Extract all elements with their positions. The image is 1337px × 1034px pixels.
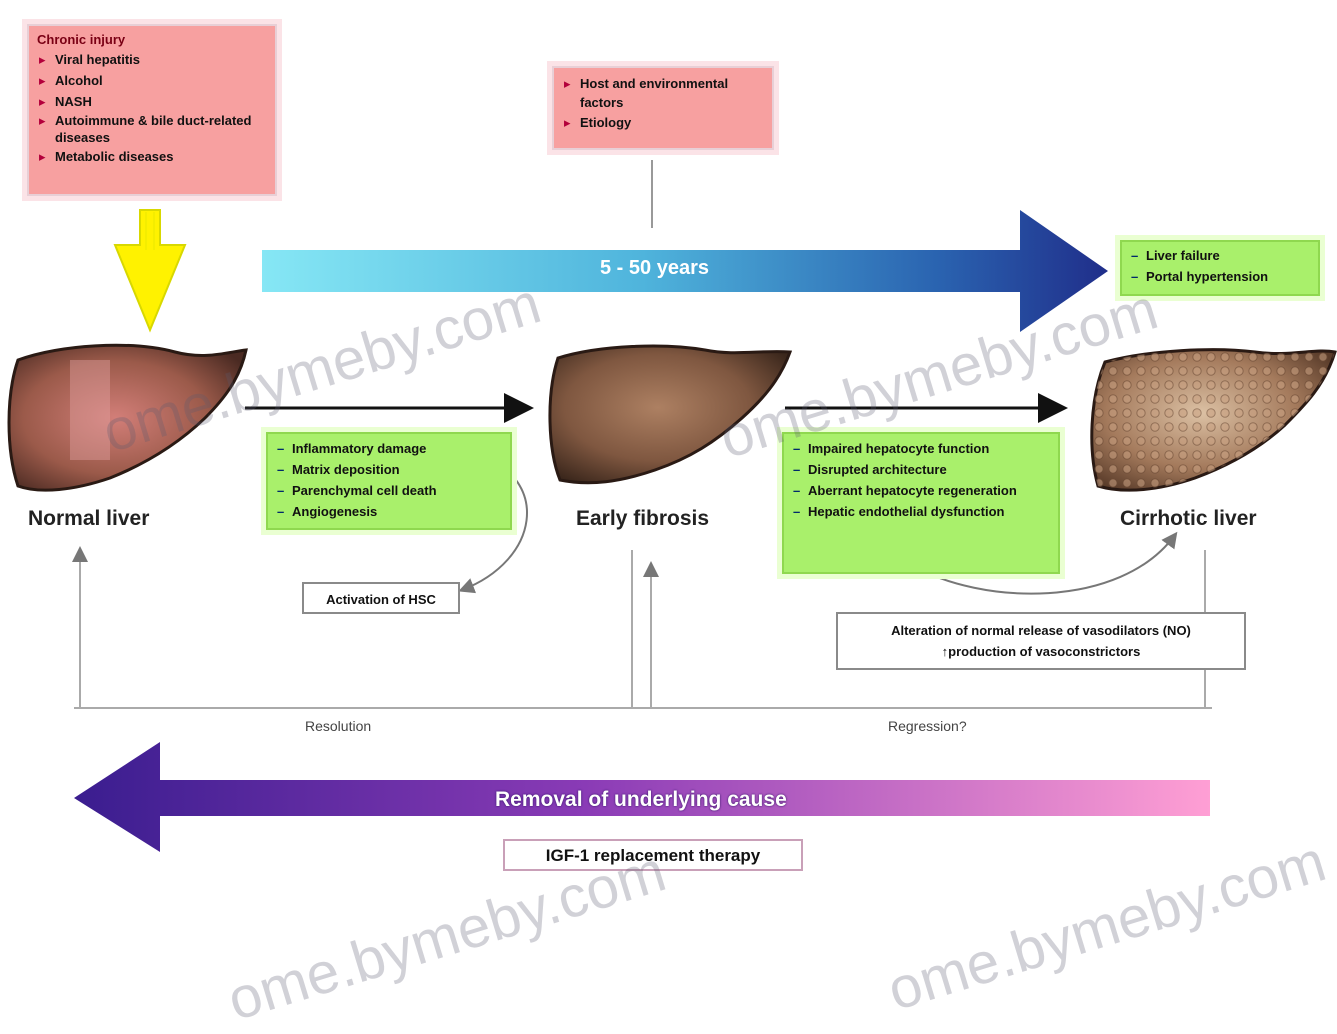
injury-arrow [115, 210, 185, 330]
chronic-injury-list: Viral hepatitis Alcohol NASH Autoimmune … [37, 49, 267, 167]
stage-label-normal: Normal liver [28, 507, 149, 531]
chronic-injury-box: Chronic injury Viral hepatitis Alcohol N… [27, 24, 277, 196]
host-factors-list: Host and environmental factors Etiology [562, 74, 764, 133]
list-item: Etiology [562, 112, 764, 133]
stage-label-early: Early fibrosis [576, 507, 709, 531]
list-item: Impaired hepatocyte function [790, 438, 1052, 459]
timeline-label: 5 - 50 years [600, 257, 800, 280]
hsc-label: Activation of HSC [326, 592, 436, 607]
hsc-box: Activation of HSC [302, 582, 460, 614]
list-item: Parenchymal cell death [274, 480, 504, 501]
therapy-box: IGF-1 replacement therapy [503, 839, 803, 871]
list-item: Portal hypertension [1128, 266, 1312, 287]
list-item: Metabolic diseases [37, 146, 267, 167]
list-item: Hepatic endothelial dysfunction [790, 501, 1052, 522]
removal-label: Removal of underlying cause [495, 788, 787, 812]
vaso-box: Alteration of normal release of vasodila… [836, 612, 1246, 670]
vaso-line2: ↑production of vasoconstrictors [838, 641, 1244, 662]
list-item: Matrix deposition [274, 459, 504, 480]
chronic-injury-heading: Chronic injury [37, 31, 267, 49]
liver-normal-icon [9, 345, 246, 490]
early-mechanisms-list: Inflammatory damage Matrix deposition Pa… [274, 438, 504, 522]
liver-cirrhotic-icon [1092, 350, 1335, 490]
list-item: Autoimmune & bile duct-related diseases [37, 112, 267, 146]
resolution-label: Resolution [305, 718, 371, 734]
list-item: Viral hepatitis [37, 49, 267, 70]
list-item: Host and environmental factors [562, 74, 764, 112]
late-mechanisms-box: Impaired hepatocyte function Disrupted a… [782, 432, 1060, 574]
list-item: Disrupted architecture [790, 459, 1052, 480]
outcomes-list: Liver failure Portal hypertension [1128, 245, 1312, 287]
list-item: NASH [37, 91, 267, 112]
stage-label-cirrhotic: Cirrhotic liver [1120, 507, 1257, 531]
therapy-label: IGF-1 replacement therapy [546, 846, 760, 865]
late-mechanisms-list: Impaired hepatocyte function Disrupted a… [790, 438, 1052, 522]
host-factors-box: Host and environmental factors Etiology [552, 66, 774, 150]
list-item: Inflammatory damage [274, 438, 504, 459]
list-item: Angiogenesis [274, 501, 504, 522]
liver-fibrotic-icon [550, 346, 790, 483]
vaso-line1: Alteration of normal release of vasodila… [838, 620, 1244, 641]
list-item: Alcohol [37, 70, 267, 91]
early-mechanisms-box: Inflammatory damage Matrix deposition Pa… [266, 432, 512, 530]
outcomes-box: Liver failure Portal hypertension [1120, 240, 1320, 296]
list-item: Liver failure [1128, 245, 1312, 266]
list-item: Aberrant hepatocyte regeneration [790, 480, 1052, 501]
regression-label: Regression? [888, 718, 967, 734]
